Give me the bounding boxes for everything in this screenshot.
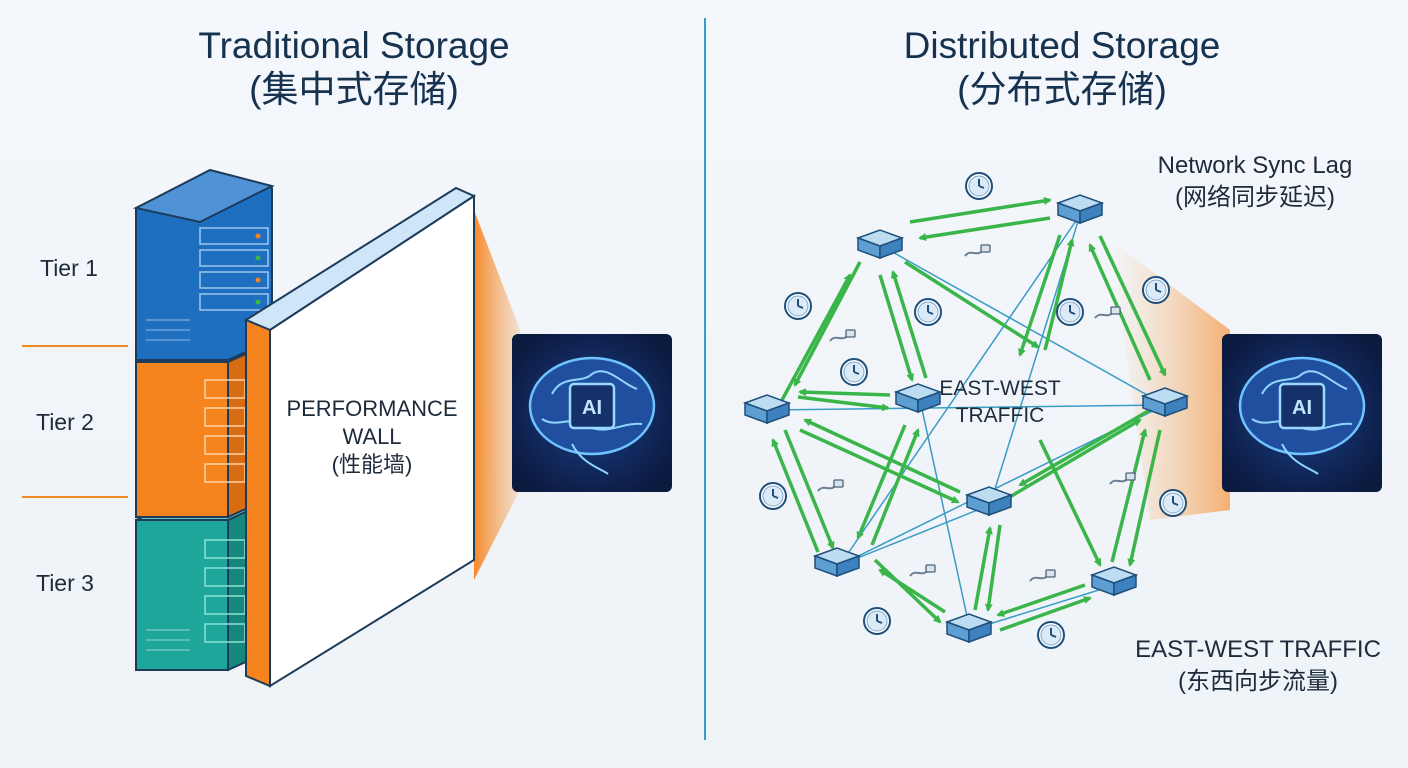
tier-1-label: Tier 1 (40, 255, 98, 281)
left-title: Traditional Storage (集中式存储) (104, 24, 604, 112)
brain-chip-icon: AI (1222, 334, 1382, 492)
center-line-1: EAST-WEST (939, 377, 1061, 400)
performance-beam (474, 210, 520, 580)
ew-line-2: (东西向步流量) (1178, 668, 1338, 695)
east-west-traffic-label: EAST-WEST TRAFFIC (东西向步流量) (1120, 634, 1396, 698)
brain-chip-icon: AI (512, 334, 672, 492)
center-divider (704, 18, 706, 740)
sync-lag-line-2: (网络同步延迟) (1175, 184, 1335, 211)
left-title-main: Traditional Storage (198, 25, 510, 66)
tier-divider-2 (22, 496, 128, 498)
sync-lag-line-1: Network Sync Lag (1157, 152, 1353, 179)
left-title-sub: (集中式存储) (249, 69, 459, 110)
wall-line-3: (性能墙) (331, 452, 413, 477)
tier-divider-1 (22, 345, 128, 347)
center-line-2: TRAFFIC (955, 404, 1045, 427)
tier-2-label: Tier 2 (36, 409, 94, 435)
network-sync-lag-label: Network Sync Lag (网络同步延迟) (1120, 150, 1390, 214)
wall-line-2: WALL (342, 424, 402, 449)
traffic-arrows (771, 196, 1167, 632)
performance-wall-label: PERFORMANCE WALL (性能墙) (272, 395, 472, 479)
right-title-sub: (分布式存储) (957, 69, 1167, 110)
tier-3-label: Tier 3 (36, 570, 94, 596)
right-title: Distributed Storage (分布式存储) (812, 24, 1312, 112)
performance-wall (243, 186, 477, 688)
ai-chip-label-left: AI (582, 397, 602, 419)
center-traffic-label: EAST-WEST TRAFFIC (930, 375, 1070, 429)
ew-line-1: EAST-WEST TRAFFIC (1135, 636, 1381, 663)
right-title-main: Distributed Storage (903, 25, 1221, 66)
wall-line-1: PERFORMANCE (286, 396, 458, 421)
ai-chip-label-right: AI (1292, 397, 1312, 419)
